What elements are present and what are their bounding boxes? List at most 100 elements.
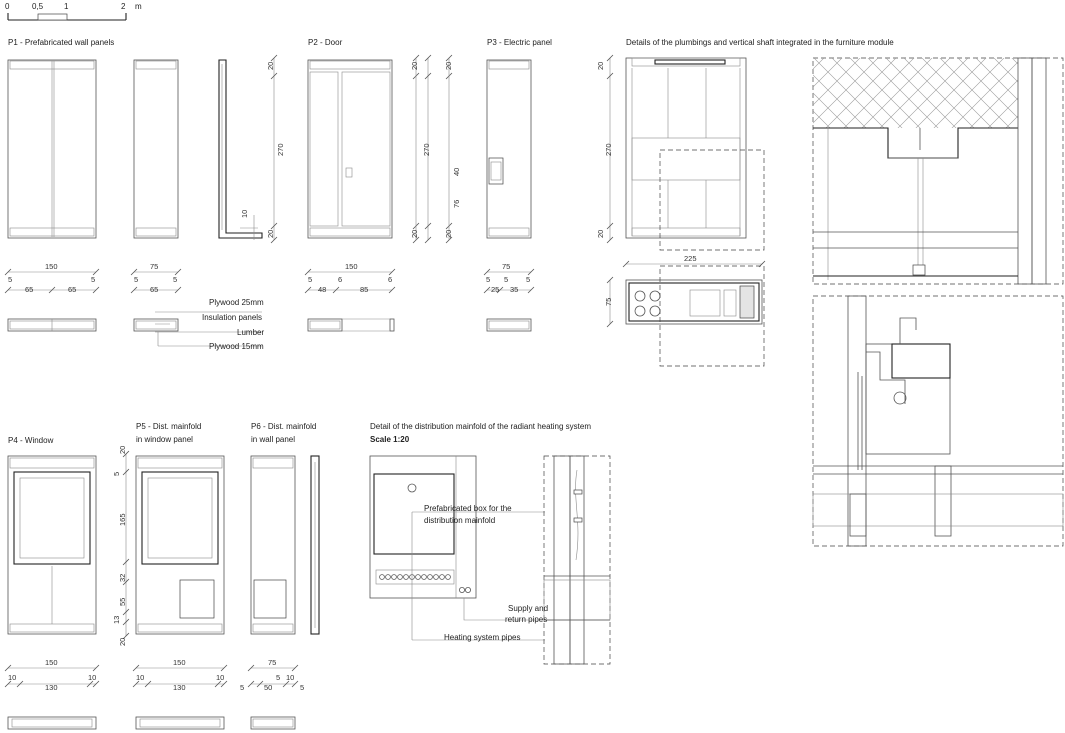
dim-p3-e: 35 xyxy=(510,285,519,294)
dim-p4-b: 10 xyxy=(88,673,97,682)
dim-p1s-b: 5 xyxy=(173,275,178,284)
mainfold-valves xyxy=(379,574,451,580)
label-box-line2: distribution mainfold xyxy=(424,516,496,525)
dim-p4-h-13: 13 xyxy=(112,615,121,624)
mainfold-detail-drawing xyxy=(369,455,611,665)
p6-title-line1: P6 - Dist. mainfold xyxy=(251,422,317,431)
dim-p5-a: 10 xyxy=(136,673,145,682)
dim-p3-h-76: 76 xyxy=(452,199,461,208)
dim-p5-total: 150 xyxy=(173,658,186,667)
scale-tick-05: 0,5 xyxy=(32,2,44,11)
dim-p2-b: 6 xyxy=(338,275,343,284)
dim-p6-a: 5 xyxy=(276,673,281,682)
dim-p4-h-20b: 20 xyxy=(118,637,127,646)
dim-p2-a: 5 xyxy=(308,275,313,284)
p6-title-line2: in wall panel xyxy=(251,435,296,444)
plumbing-section-lower xyxy=(812,295,1064,547)
dim-p3-h-40: 40 xyxy=(452,167,461,176)
plumbing-section-upper xyxy=(812,57,1064,285)
p4-plan xyxy=(7,716,97,730)
dim-p1-c: 65 xyxy=(25,285,34,294)
dim-pl-w: 225 xyxy=(684,254,697,263)
p3-title: P3 - Electric panel xyxy=(487,38,552,47)
dim-p1-b: 5 xyxy=(91,275,96,284)
scale-tick-1: 1 xyxy=(64,2,69,11)
dim-p4-c: 130 xyxy=(45,683,58,692)
p5-title-line1: P5 - Dist. mainfold xyxy=(136,422,202,431)
label-supply-line2: return pipes xyxy=(505,615,548,624)
dim-p4-h-20: 20 xyxy=(118,445,127,454)
p1-section-profile xyxy=(218,59,263,239)
plumbing-elevation xyxy=(625,57,765,251)
p1-title: P1 - Prefabricated wall panels xyxy=(8,38,115,47)
plumbing-dimensions xyxy=(606,54,766,328)
dim-p2-h-mid: 270 xyxy=(422,143,431,156)
scale-bar xyxy=(7,13,127,21)
p5-title-line2: in window panel xyxy=(136,435,193,444)
p2-plan xyxy=(307,318,395,332)
scale-tick-2: 2 xyxy=(121,2,126,11)
p1-plan-narrow xyxy=(133,311,262,347)
dim-p3-b: 5 xyxy=(504,275,509,284)
dim-p1-h-bot: 20 xyxy=(266,229,275,238)
dim-p6-e: 5 xyxy=(300,683,305,692)
dim-p4-a: 10 xyxy=(8,673,17,682)
dim-pl-h-mid: 270 xyxy=(604,143,613,156)
label-box-line1: Prefabricated box for the xyxy=(424,504,512,513)
dim-p3-h-top: 20 xyxy=(444,61,453,70)
scale-tick-0: 0 xyxy=(5,2,10,11)
label-heating-pipes: Heating system pipes xyxy=(444,633,521,642)
dim-p1-h-10: 10 xyxy=(240,209,249,218)
scale-unit: m xyxy=(135,2,142,11)
dim-pl-h-bot: 20 xyxy=(596,229,605,238)
p5-dimensions xyxy=(132,664,228,688)
p2-dimensions xyxy=(304,54,453,294)
label-lumber: Lumber xyxy=(237,328,265,337)
dim-p5-b: 10 xyxy=(216,673,225,682)
mainfold-scale: Scale 1:20 xyxy=(370,435,410,444)
dim-p6-c: 5 xyxy=(240,683,245,692)
dim-pl-d: 75 xyxy=(604,297,613,306)
dim-p1-h-mid: 270 xyxy=(276,143,285,156)
p3-dimensions xyxy=(483,268,535,294)
p4-dimensions xyxy=(4,450,130,688)
dim-p2-e: 85 xyxy=(360,285,369,294)
dim-p2-h-top: 20 xyxy=(410,61,419,70)
p3-electric-elevation xyxy=(486,59,532,239)
p6-plan xyxy=(250,716,296,730)
dim-p1-total: 150 xyxy=(45,262,58,271)
p6-section-profile xyxy=(310,455,320,635)
dim-p3-h-bot: 20 xyxy=(444,229,453,238)
dim-p3-d: 25 xyxy=(491,285,500,294)
mainfold-title: Detail of the distribution mainfold of t… xyxy=(370,422,592,431)
dim-p3-total: 75 xyxy=(502,262,511,271)
p1-elevation-narrow xyxy=(133,59,179,239)
p2-title: P2 - Door xyxy=(308,38,343,47)
dim-p2-c: 6 xyxy=(388,275,393,284)
p6-elevation xyxy=(250,455,296,635)
dim-p1s-c: 65 xyxy=(150,285,159,294)
label-plywood15: Plywood 15mm xyxy=(209,342,264,351)
plumbing-title: Details of the plumbings and vertical sh… xyxy=(626,38,894,47)
p1-dimensions xyxy=(4,54,278,294)
dim-p2-total: 150 xyxy=(345,262,358,271)
dim-p4-h-55: 55 xyxy=(118,597,127,606)
dim-p6-d: 50 xyxy=(264,683,273,692)
dim-p6-total: 75 xyxy=(268,658,277,667)
p1-plan-wide xyxy=(7,318,97,332)
label-insulation: Insulation panels xyxy=(202,313,263,322)
p6-dimensions xyxy=(247,664,299,688)
p5-plan xyxy=(135,716,225,730)
p4-window-elevation xyxy=(7,455,97,635)
dim-p4-h-32: 32 xyxy=(118,573,127,582)
dim-p5-c: 130 xyxy=(173,683,186,692)
dim-p1-d: 65 xyxy=(68,285,77,294)
p1-elevation-wide xyxy=(7,59,97,239)
dim-p4-h-5: 5 xyxy=(112,471,121,476)
dim-p3-c: 5 xyxy=(526,275,531,284)
p4-title: P4 - Window xyxy=(8,436,54,445)
plumbing-plan xyxy=(625,265,765,367)
dim-p2-h-bot: 20 xyxy=(410,229,419,238)
p3-plan xyxy=(486,318,532,332)
